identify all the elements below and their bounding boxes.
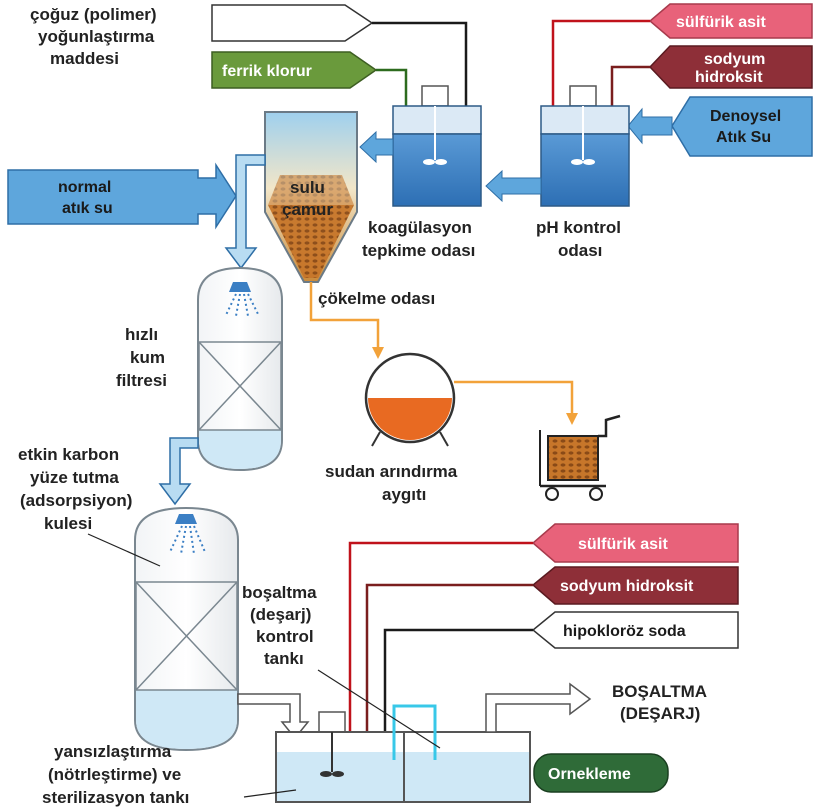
dewatering-label: sudan arındırma aygıtı <box>325 462 462 504</box>
normal-wastewater-tag <box>7 162 237 230</box>
neutralization-tank <box>275 711 405 803</box>
sulfuric-top-feed-line <box>551 19 650 128</box>
neutralization-leader <box>243 789 297 798</box>
sulfuric-acid-top-label: sülfürik asit <box>676 14 766 31</box>
sulfuric-acid-bottom-label: sülfürik asit <box>578 536 668 553</box>
discharge-control-leader <box>317 669 441 749</box>
hypochlorite-tag: hipokloröz soda <box>531 611 739 649</box>
ferric-chloride-tag: ferrik klorur <box>211 51 378 89</box>
coagulation-chamber <box>392 85 482 207</box>
slurry-label: sulu çamur <box>282 178 333 219</box>
ferric-chloride-label: ferrik klorur <box>222 63 312 80</box>
carbon-to-tank-pipe <box>237 693 310 740</box>
ph-to-coag-arrow <box>485 169 542 203</box>
settling-chamber <box>264 111 358 283</box>
settling-label: çökelme odası <box>318 289 435 308</box>
dewater-to-cart-line <box>454 380 574 418</box>
dewatering-device <box>364 352 456 447</box>
sludge-cart <box>539 414 621 501</box>
industrial-wastewater-label: Denoysel Atık Su <box>710 108 786 146</box>
transfer-siphon <box>392 704 437 760</box>
sand-filter-label: hızlı kum filtresi <box>116 325 170 390</box>
sulfuric-acid-top-tag: sülfürik asit <box>648 3 813 39</box>
carbon-adsorption-tower <box>134 506 239 752</box>
sodium-hydroxide-top-label: sodyum hidroksit <box>695 51 770 86</box>
polymer-tag <box>211 4 374 42</box>
coag-to-settling-arrow <box>359 130 394 164</box>
sulfuric-bottom-feed-line <box>348 541 533 742</box>
ph-control-label: pH kontrol odası <box>536 218 626 260</box>
hypochlorite-label: hipokloröz soda <box>563 623 686 640</box>
sodium-hydroxide-top-tag: sodyum hidroksit <box>648 45 813 89</box>
filter-to-carbon-pipe <box>158 437 199 506</box>
sulfuric-acid-bottom-tag: sülfürik asit <box>531 523 739 563</box>
sodium-hydroxide-bottom-tag: sodyum hidroksit <box>531 566 739 605</box>
naoh-bottom-feed-line <box>365 583 533 742</box>
settling-to-filter-pipe <box>224 154 266 270</box>
hypochlorite-feed-line <box>383 628 533 742</box>
sodium-hydroxide-bottom-label: sodyum hidroksit <box>560 578 694 595</box>
discharge-outlet-arrow <box>485 682 592 733</box>
carbon-tower-label: etkin karbon yüze tutma (adsorpsiyon) ku… <box>18 445 137 533</box>
polymer-feed-line <box>372 21 468 130</box>
polymer-label: çoğuz (polimer) yoğunlaştırma maddesi <box>30 5 161 68</box>
discharge-control-label: boşaltma (deşarj) kontrol tankı <box>242 583 321 668</box>
neutralization-label: yansızlaştırma (nötrleştirme) ve sterili… <box>42 742 189 807</box>
sand-filter-vessel <box>197 266 283 472</box>
normal-wastewater-label: normal atık su <box>58 179 116 217</box>
sludge-line-to-dewater <box>309 282 380 352</box>
discharge-out-label: BOŞALTMA (DEŞARJ) <box>612 682 711 723</box>
sampling-badge: Ornekleme <box>533 753 669 793</box>
carbon-tower-leader <box>87 533 161 567</box>
wastewater-inflow-arrow <box>627 107 673 145</box>
coagulation-label: koagülasyon tepkime odası <box>362 218 477 260</box>
ph-control-chamber <box>540 85 630 207</box>
industrial-wastewater-tag: Denoysel Atık Su <box>671 96 813 157</box>
sampling-label: Ornekleme <box>548 766 631 783</box>
discharge-control-tank <box>403 731 531 803</box>
